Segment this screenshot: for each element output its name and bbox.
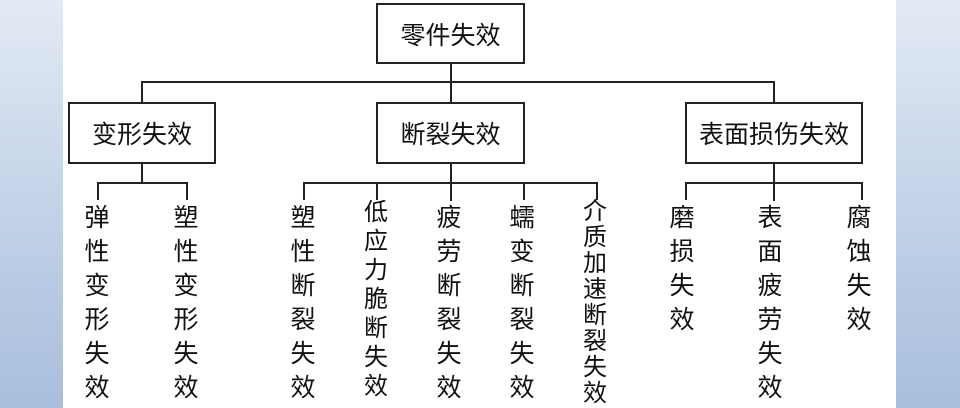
connector [97,182,187,184]
connector [685,182,687,200]
connector [186,182,188,200]
connector [596,182,598,200]
category-node-deformation: 变形失效 [68,102,216,164]
leaf-plastic-deformation: 塑性变形失效 [173,203,199,402]
connector [523,182,525,200]
connector [141,163,143,183]
category-node-fracture: 断裂失效 [376,102,525,164]
leaf-wear: 磨损失效 [669,203,695,334]
connector [450,63,452,103]
category-node-surface-damage: 表面损伤失效 [685,102,863,164]
connector [303,182,597,184]
connector [303,182,305,200]
leaf-plastic-fracture: 塑性断裂失效 [290,203,316,402]
connector [376,182,378,200]
leaf-corrosion: 腐蚀失效 [846,203,872,334]
connector [685,182,863,184]
leaf-surface-fatigue: 表面疲劳失效 [757,203,783,402]
leaf-creep-fracture: 蠕变断裂失效 [509,203,535,402]
diagram-canvas: 零件失效 变形失效 断裂失效 表面损伤失效 弹性变形失效 塑性变形失效 塑性断裂… [63,0,896,408]
leaf-environment-assisted-fracture: 介质加速断裂失效 [583,197,607,407]
leaf-elastic-deformation: 弹性变形失效 [84,203,110,402]
connector [141,81,774,83]
connector [141,81,143,102]
leaf-low-stress-brittle-fracture: 低应力脆断失效 [364,198,388,400]
connector [861,182,863,200]
root-node: 零件失效 [376,3,525,64]
connector [773,81,775,102]
leaf-fatigue-fracture: 疲劳断裂失效 [436,203,462,402]
connector [97,182,99,200]
